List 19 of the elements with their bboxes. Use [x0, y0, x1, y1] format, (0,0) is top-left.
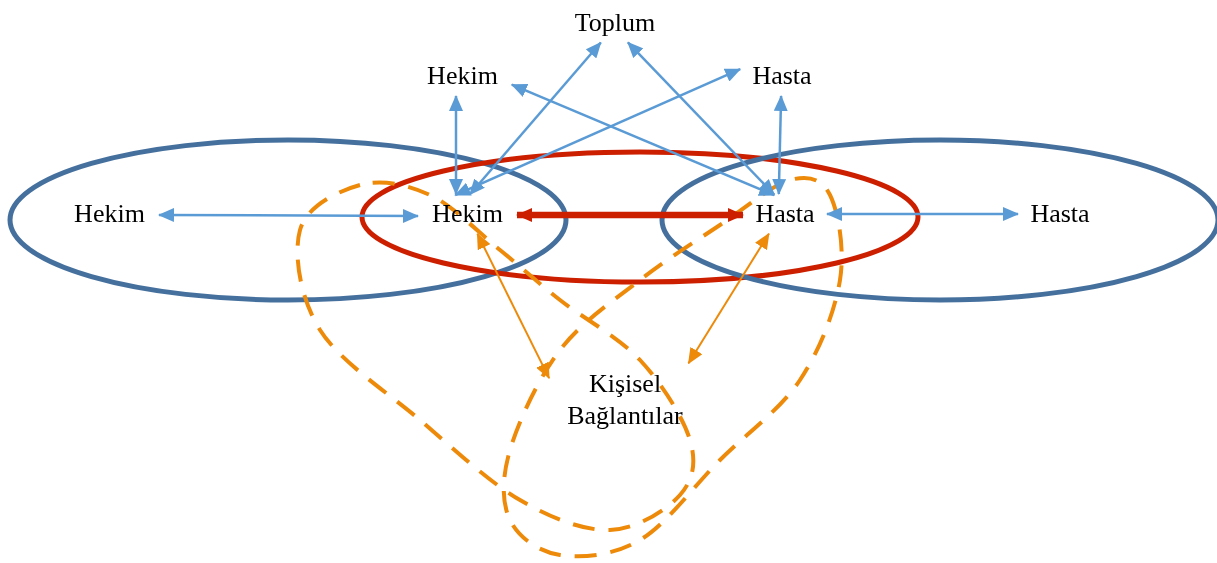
arrow: [468, 41, 602, 196]
arrow: [510, 83, 776, 197]
arrow: [449, 95, 463, 195]
arrow: [627, 41, 776, 196]
text-label: Kişisel Bağlantılar: [550, 365, 700, 435]
arrow: [826, 207, 1019, 221]
text-label: Hekim: [415, 58, 510, 94]
text-label: Hasta: [745, 196, 825, 232]
arrow: [158, 207, 419, 224]
text-label: Hasta: [1020, 196, 1100, 232]
text-label: Hekim: [62, 196, 157, 232]
arrow: [772, 95, 788, 195]
arrow: [454, 67, 742, 197]
arrow: [476, 232, 551, 380]
arrow: [516, 208, 744, 222]
text-label: Hekim: [420, 196, 515, 232]
text-label: Hasta: [742, 58, 822, 94]
arrow: [687, 232, 770, 365]
text-label: Toplum: [570, 5, 660, 41]
